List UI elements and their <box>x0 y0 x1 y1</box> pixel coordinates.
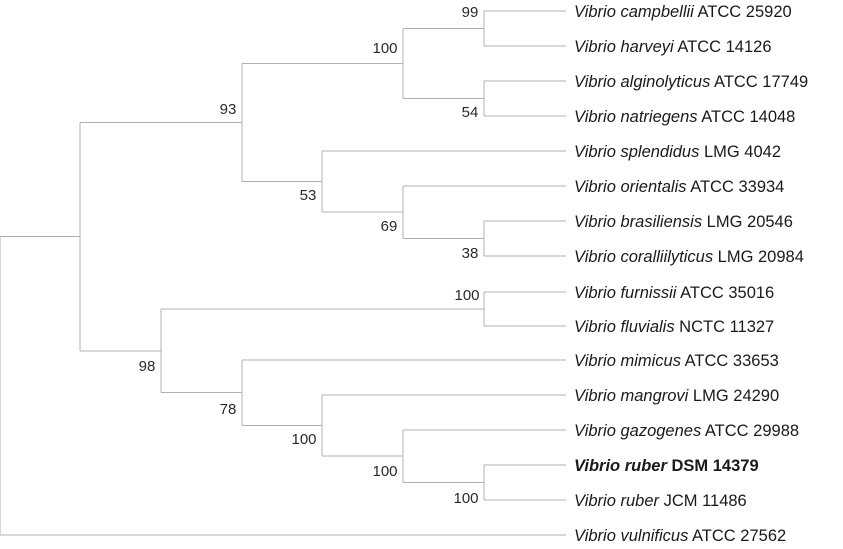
taxon-strain: LMG 20984 <box>713 248 804 266</box>
taxon-strain: ATCC 14126 <box>674 38 772 56</box>
taxon-strain: LMG 24290 <box>688 387 779 405</box>
taxon-label: Vibrio gazogenes ATCC 29988 <box>574 422 799 440</box>
taxon-label: Vibrio natriegens ATCC 14048 <box>574 108 795 126</box>
taxon-binomial: Vibrio furnissii <box>574 284 678 302</box>
taxon-binomial: Vibrio ruber <box>574 457 668 475</box>
taxon-strain: ATCC 14048 <box>698 108 796 126</box>
taxon-label: Vibrio splendidus LMG 4042 <box>574 143 781 161</box>
bootstrap-value: 100 <box>291 431 316 448</box>
taxon-binomial: Vibrio splendidus <box>574 143 699 161</box>
taxon-binomial: Vibrio harveyi <box>574 38 675 56</box>
bootstrap-values: 99 54 100 38 69 53 93 100 100 100 100 78 98 <box>139 4 480 507</box>
taxon-binomial: Vibrio natriegens <box>574 108 698 126</box>
taxon-binomial: Vibrio orientalis <box>574 178 687 196</box>
taxon-strain: DSM 14379 <box>667 457 759 475</box>
taxon-label: Vibrio mimicus ATCC 33653 <box>574 352 779 370</box>
taxon-label: Vibrio ruber DSM 14379 <box>574 457 759 475</box>
taxon-label: Vibrio campbellii ATCC 25920 <box>574 3 792 21</box>
taxon-strain: JCM 11486 <box>659 492 747 510</box>
taxon-label: Vibrio coralliilyticus LMG 20984 <box>574 248 804 266</box>
bootstrap-value: 98 <box>139 358 156 375</box>
taxon-label: Vibrio mangrovi LMG 24290 <box>574 387 779 405</box>
taxon-label: Vibrio furnissii ATCC 35016 <box>574 284 774 302</box>
taxon-binomial: Vibrio ruber <box>574 492 660 510</box>
bootstrap-value: 69 <box>381 218 398 235</box>
bootstrap-value: 100 <box>454 287 479 304</box>
taxon-strain: ATCC 25920 <box>694 3 792 21</box>
taxon-label: Vibrio brasiliensis LMG 20546 <box>574 213 793 231</box>
taxon-label: Vibrio fluvialis NCTC 11327 <box>574 318 774 336</box>
taxon-binomial: Vibrio vulnificus <box>574 527 688 545</box>
bootstrap-value: 78 <box>220 401 237 418</box>
taxon-binomial: Vibrio mangrovi <box>574 387 690 405</box>
bootstrap-value: 100 <box>372 463 397 480</box>
bootstrap-value: 93 <box>220 101 237 118</box>
taxon-binomial: Vibrio brasiliensis <box>574 213 702 231</box>
taxon-strain: NCTC 11327 <box>675 318 775 336</box>
taxon-label: Vibrio ruber JCM 11486 <box>574 492 747 510</box>
taxon-label: Vibrio harveyi ATCC 14126 <box>574 38 772 56</box>
bootstrap-value: 100 <box>453 490 478 507</box>
taxon-binomial: Vibrio coralliilyticus <box>574 248 713 266</box>
taxon-strain: ATCC 35016 <box>676 284 774 302</box>
taxon-strain: ATCC 17749 <box>710 73 808 91</box>
taxon-strain: ATCC 27562 <box>688 527 786 545</box>
bootstrap-value: 99 <box>462 4 479 21</box>
taxon-binomial: Vibrio gazogenes <box>574 422 701 440</box>
bootstrap-value: 53 <box>300 187 317 204</box>
taxon-label: Vibrio vulnificus ATCC 27562 <box>574 527 786 545</box>
taxon-binomial: Vibrio mimicus <box>574 352 681 370</box>
taxon-strain: ATCC 29988 <box>701 422 799 440</box>
tree-branches <box>0 10 566 536</box>
taxon-binomial: Vibrio alginolyticus <box>574 73 710 91</box>
taxon-label: Vibrio orientalis ATCC 33934 <box>574 178 784 196</box>
taxon-strain: ATCC 33653 <box>681 352 779 370</box>
taxon-strain: ATCC 33934 <box>687 178 785 196</box>
taxon-binomial: Vibrio fluvialis <box>574 318 675 336</box>
taxon-label: Vibrio alginolyticus ATCC 17749 <box>574 73 808 91</box>
bootstrap-value: 38 <box>462 245 479 262</box>
taxon-binomial: Vibrio campbellii <box>574 3 695 21</box>
taxon-strain: LMG 20546 <box>702 213 793 231</box>
taxon-strain: LMG 4042 <box>699 143 781 161</box>
bootstrap-value: 100 <box>372 40 397 57</box>
bootstrap-value: 54 <box>462 104 479 121</box>
